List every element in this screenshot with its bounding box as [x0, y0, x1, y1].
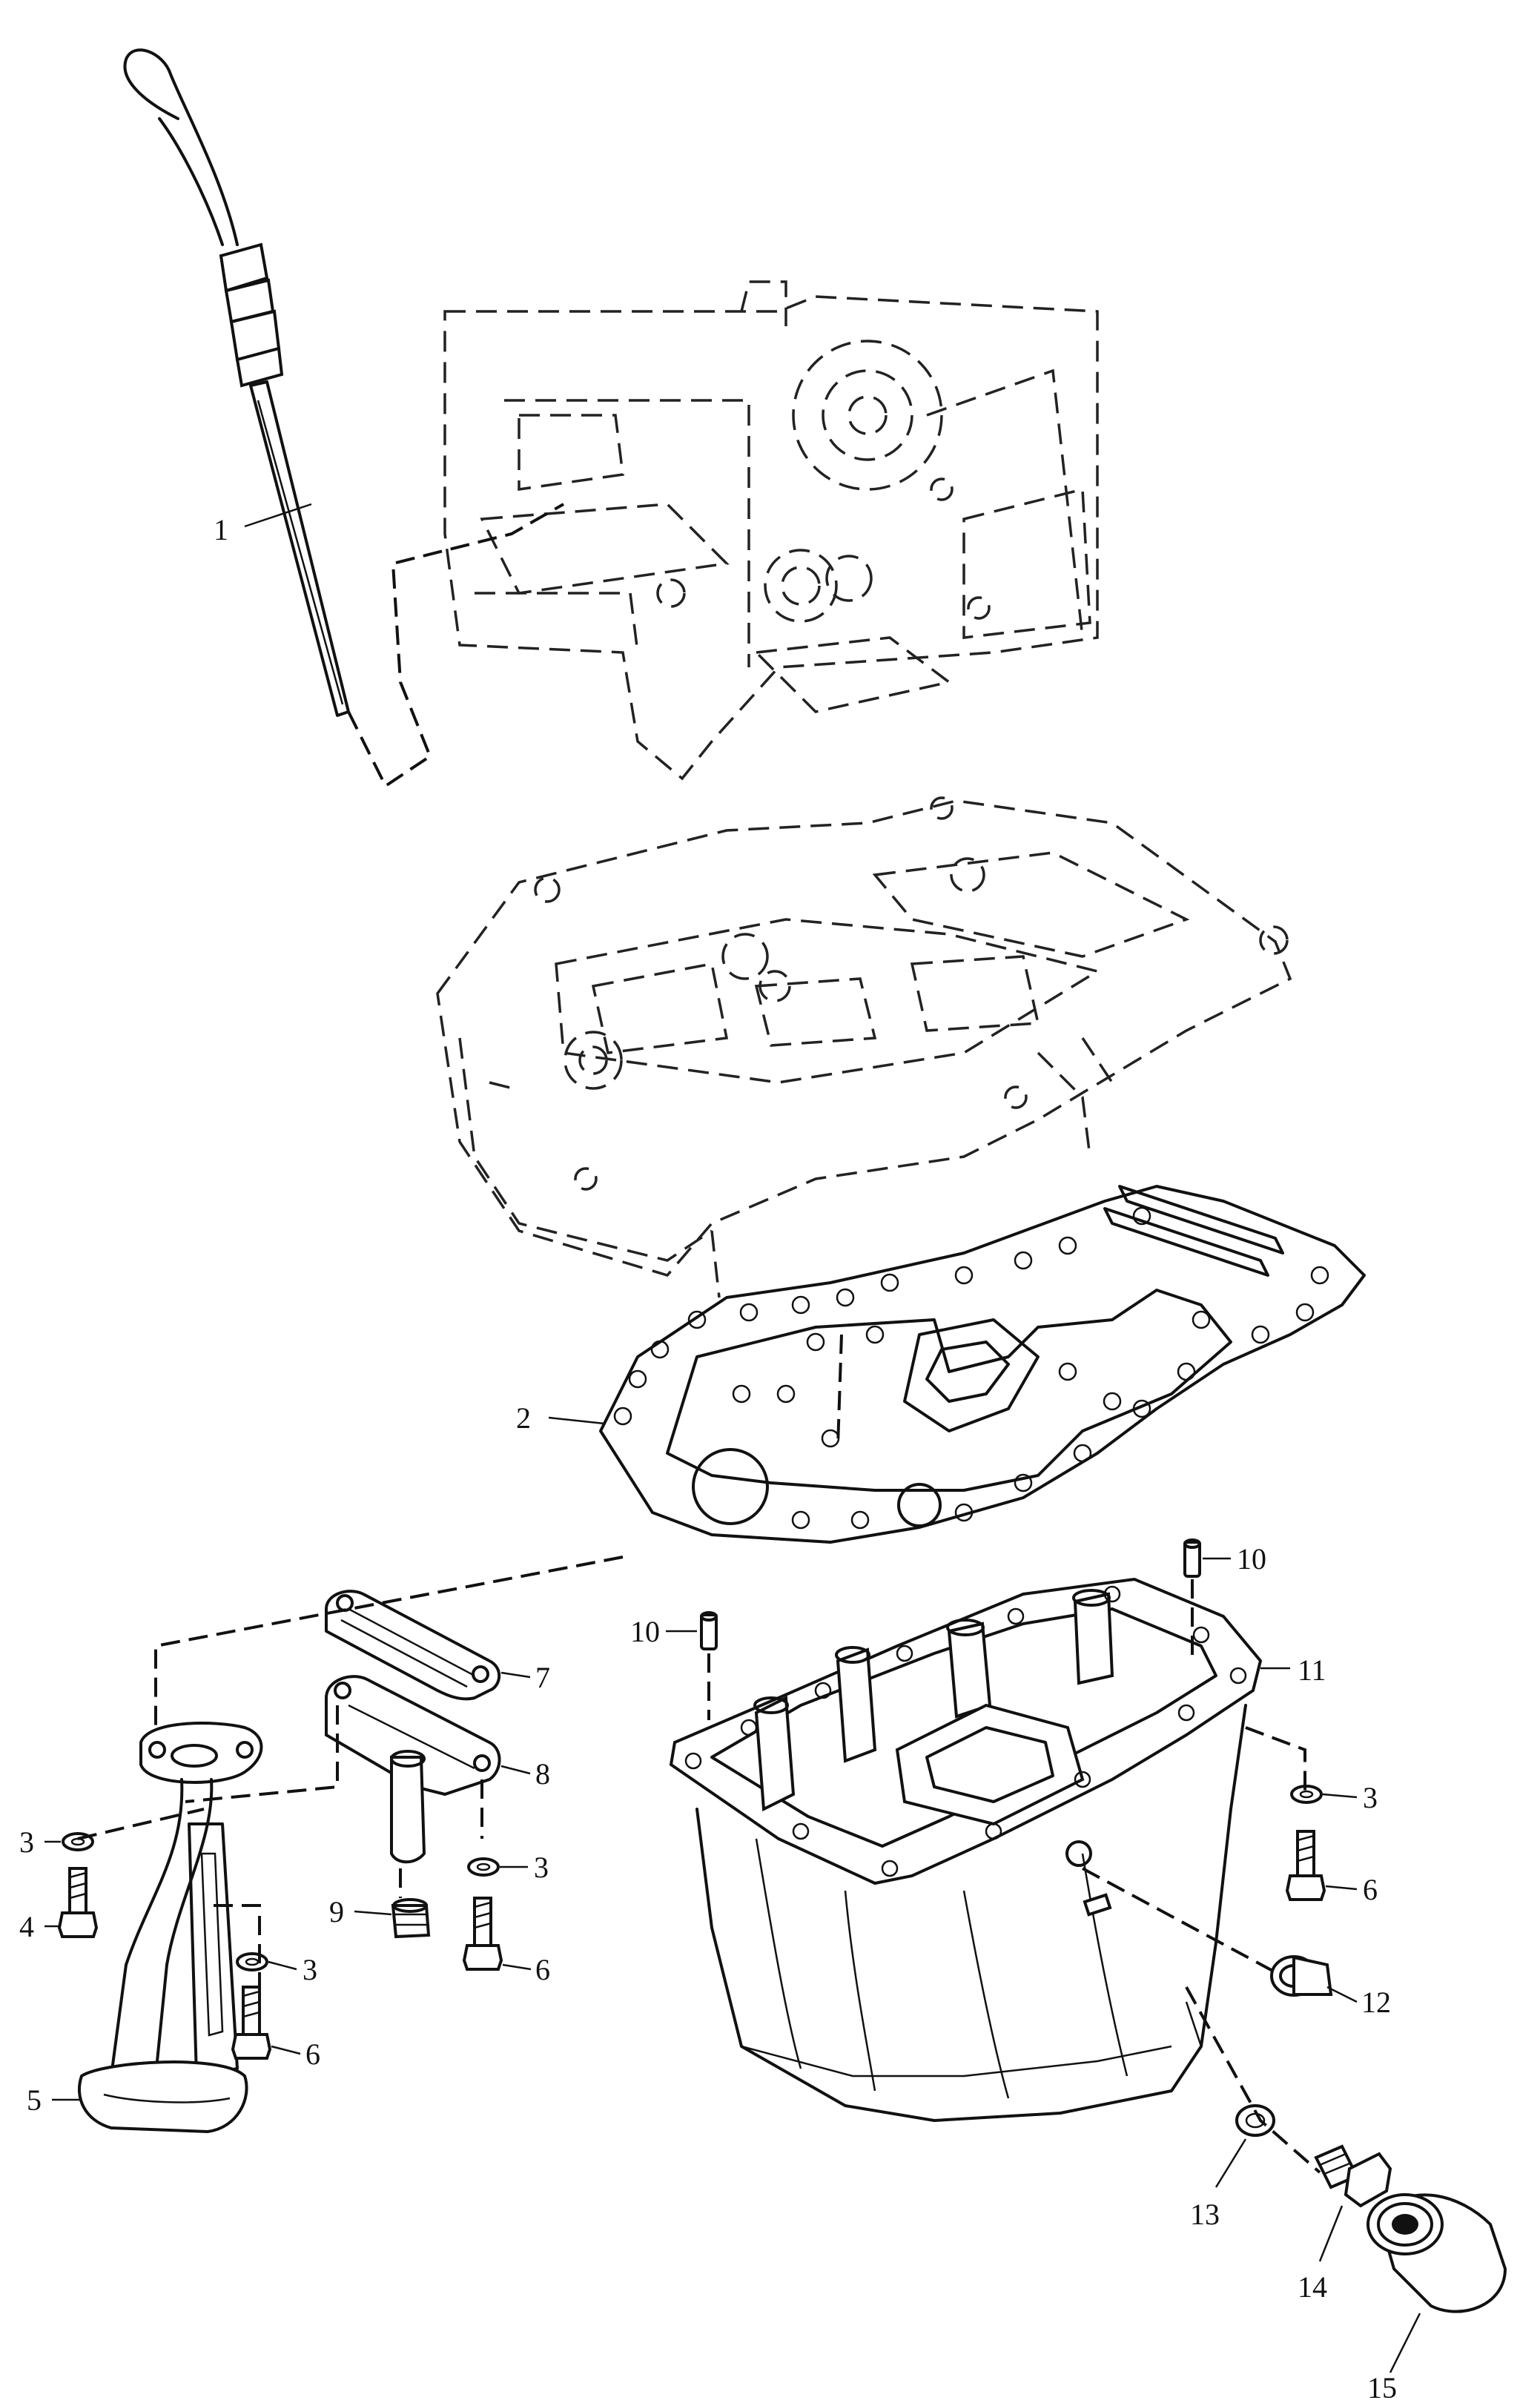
drain-guide-line [1185, 1986, 1321, 2174]
rubber-plug-icon [391, 1898, 431, 1939]
washer-icon [1290, 1785, 1323, 1804]
washer-icon [467, 1857, 500, 1877]
flange-guide-line [185, 1705, 339, 1803]
drain-washer-icon [1235, 2104, 1275, 2137]
callout-12: 12 [1361, 1986, 1391, 2019]
crankcase-lower-icon [436, 796, 1292, 1298]
washer-guide-left [77, 1808, 205, 1840]
callout-leader-1 [244, 503, 312, 528]
dowel-pin-icon [1183, 1538, 1201, 1578]
callout-6c: 6 [1363, 1873, 1378, 1906]
bolt-icon [1285, 1830, 1326, 1901]
strainer-bolt-guide [214, 1904, 261, 1987]
callout-leader-2 [548, 1416, 605, 1425]
cylinder-block-icon [443, 280, 1099, 781]
callout-9: 9 [329, 1895, 344, 1928]
callout-11: 11 [1298, 1653, 1326, 1687]
callout-leader-14 [1318, 2205, 1344, 2262]
callout-leader-13 [1215, 2138, 1247, 2188]
callout-1: 1 [214, 513, 228, 546]
pan-bolt-guide [1245, 1726, 1306, 1794]
plug-guide-line-12 [1082, 1867, 1276, 1974]
callout-10b: 10 [1237, 1542, 1266, 1576]
callout-leader-12 [1326, 1986, 1358, 2003]
callout-leader-9 [354, 1910, 392, 1916]
oil-filter-icon [1366, 2193, 1507, 2313]
callout-leader-3d [1322, 1793, 1358, 1799]
oil-strainer-icon [77, 1722, 263, 2134]
callout-2: 2 [516, 1401, 531, 1435]
bolt-icon [462, 1897, 503, 1971]
drain-plug-icon [1314, 2144, 1392, 2208]
gasket-icon [599, 1185, 1366, 1544]
washer-icon [236, 1952, 268, 1971]
oil-pan-icon [669, 1577, 1263, 2122]
callout-6a: 6 [305, 2037, 320, 2071]
callout-7: 7 [535, 1661, 550, 1694]
dowel-pin-icon [700, 1611, 718, 1650]
callout-15: 15 [1367, 2371, 1397, 2403]
callout-5: 5 [27, 2083, 42, 2117]
callout-8: 8 [535, 1757, 550, 1791]
callout-leader-7 [500, 1671, 531, 1679]
callout-leader-6b [502, 1963, 532, 1971]
callout-leader-6c [1325, 1885, 1358, 1891]
gasket-bolt-holes [613, 1206, 1329, 1530]
callout-leader-6a [271, 2045, 301, 2055]
callout-3d: 3 [1363, 1781, 1378, 1814]
callout-3c: 3 [534, 1851, 549, 1884]
callout-10a: 10 [630, 1615, 660, 1648]
bolt-icon [57, 1867, 99, 1938]
dipstick-guide-line [347, 503, 564, 788]
washer-icon [62, 1832, 94, 1851]
callout-leader-15 [1389, 2313, 1421, 2373]
callout-4: 4 [19, 1910, 34, 1943]
strainer-guide-line [154, 1556, 624, 1765]
callout-6b: 6 [535, 1953, 550, 1986]
filler-plug-icon [1270, 1955, 1333, 1997]
callout-leader-8 [500, 1765, 531, 1775]
pickup-gasket-icon [325, 1590, 501, 1701]
callout-leader-3b [268, 1960, 297, 1971]
bolt-icon [231, 1986, 272, 2060]
callout-14: 14 [1298, 2270, 1327, 2304]
callout-3b: 3 [303, 1953, 317, 1986]
gasket-guide-line [836, 1334, 843, 1447]
callout-13: 13 [1190, 2198, 1220, 2231]
pickup-flange-icon [325, 1675, 501, 1864]
dipstick-icon [123, 48, 350, 717]
callout-3a: 3 [19, 1825, 34, 1859]
